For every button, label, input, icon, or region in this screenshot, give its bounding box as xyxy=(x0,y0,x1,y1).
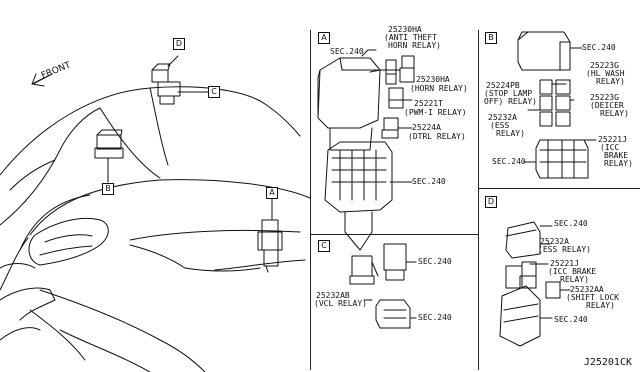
panel-b-part-25223g-deicer-desc1: (DEICER xyxy=(590,101,624,110)
panel-b-part-25224pb-desc1: (STOP LAMP xyxy=(484,89,533,98)
panel-a-sec-bottom: SEC.240 xyxy=(412,177,446,186)
divider-horizontal-left xyxy=(310,234,478,235)
location-tag-b: B xyxy=(102,183,114,195)
panel-a-drawing xyxy=(317,49,415,251)
diagram-code: J25201CK xyxy=(583,357,632,368)
location-tag-c: C xyxy=(208,86,220,98)
panel-d-sec-bottom: SEC.240 xyxy=(554,315,588,324)
panel-d-part-25232aa-number: 25232AA xyxy=(570,285,604,294)
panel-b-part-25224pb-desc2: OFF) RELAY) xyxy=(484,97,537,106)
leader-lines xyxy=(363,47,597,301)
location-tag-d: D xyxy=(173,38,185,50)
relay-location-b xyxy=(94,129,124,183)
panel-c-sec-bottom: SEC.240 xyxy=(418,313,452,322)
divider-vertical-mid xyxy=(478,30,479,370)
panel-a-part-25224a-desc: (DTRL RELAY) xyxy=(408,132,466,141)
vehicle-outline xyxy=(0,86,311,372)
panel-tag-b: B xyxy=(485,32,497,44)
divider-vertical-left xyxy=(310,30,311,370)
panel-b-part-25221j-number: 25221J xyxy=(598,135,627,144)
panel-tag-d: D xyxy=(485,196,497,208)
panel-a-part-25230ha-antitheft-number: 25230HA xyxy=(388,25,422,34)
panel-a-part-25221t-number: 25221T xyxy=(414,99,443,108)
panel-c-sec-top: SEC.240 xyxy=(418,257,452,266)
panel-b-part-25232a-number: 25232A xyxy=(488,113,517,122)
panel-b-part-25223g-hl-number: 25223G xyxy=(590,61,619,70)
panel-b-sec-top: SEC.240 xyxy=(582,43,616,52)
panel-a-sec-top: SEC.240 xyxy=(330,47,364,56)
panel-tag-a: A xyxy=(318,32,330,44)
panel-b-part-25223g-hl-desc1: (HL WASH xyxy=(586,69,625,78)
panel-d-part-25221j-desc1: (ICC BRAKE xyxy=(548,267,597,276)
panel-tag-c: C xyxy=(318,240,330,252)
panel-a-part-25230ha-antitheft-desc1: (ANTI THEFT xyxy=(384,33,437,42)
panel-d-part-25221j-number: 25221J xyxy=(550,259,579,268)
relay-location-a xyxy=(257,195,283,273)
panel-b-part-25223g-hl-desc2: RELAY) xyxy=(596,77,625,86)
panel-d-part-25232aa-desc2: RELAY) xyxy=(586,301,615,310)
panel-a-part-25221t-desc: (PWM-I RELAY) xyxy=(404,108,467,117)
panel-b-part-25221j-desc3: RELAY) xyxy=(604,159,633,168)
panel-b-part-25221j-desc1: (ICC xyxy=(600,143,620,152)
panel-a-part-25230ha-horn-desc: (HORN RELAY) xyxy=(410,84,468,93)
front-arrow-icon xyxy=(31,73,53,87)
panel-a-part-25230ha-antitheft-desc2: HORN RELAY) xyxy=(388,41,441,50)
panel-c-part-25232ab-desc: (VCL RELAY) xyxy=(314,299,367,308)
panel-d-part-25232a-number: 25232A xyxy=(540,237,569,246)
panel-d-part-25221j-desc2: RELAY) xyxy=(560,275,589,284)
panel-b-part-25223g-deicer-desc2: RELAY) xyxy=(600,109,629,118)
panel-d-drawing xyxy=(499,221,561,347)
panel-b-sec-bottom: SEC.240 xyxy=(492,157,526,166)
panel-d-part-25232aa-desc1: (SHIFT LOCK xyxy=(566,293,619,302)
location-tag-a: A xyxy=(266,187,278,199)
panel-c-part-25232ab-number: 25232AB xyxy=(316,291,350,300)
panel-b-part-25221j-desc2: BRAKE xyxy=(604,151,629,160)
panel-b-part-25232a-desc2: RELAY) xyxy=(496,129,525,138)
panel-a-part-25230ha-horn-number: 25230HA xyxy=(416,75,450,84)
panel-a-part-25224a-number: 25224A xyxy=(412,123,441,132)
panel-d-part-25232a-desc: (ESS RELAY) xyxy=(538,245,591,254)
panel-c-drawing xyxy=(349,243,417,329)
panel-b-part-25232a-desc1: (ESS xyxy=(490,121,510,130)
panel-b-part-25223g-deicer-number: 25223G xyxy=(590,93,619,102)
panel-d-sec-top: SEC.240 xyxy=(554,219,588,228)
relay-location-c-d xyxy=(151,55,209,105)
divider-horizontal-right xyxy=(478,188,640,189)
panel-b-part-25224pb-number: 25224PB xyxy=(486,81,520,90)
panel-b-drawing xyxy=(517,31,589,179)
